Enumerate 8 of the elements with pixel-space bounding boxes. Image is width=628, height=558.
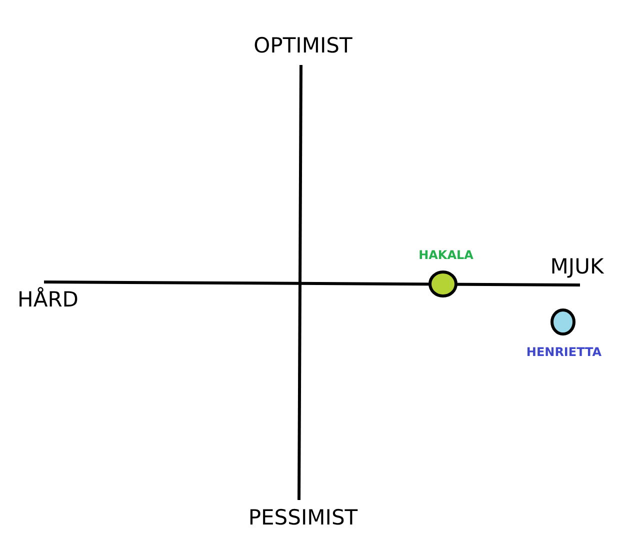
point-label: HENRIETTA: [526, 346, 602, 358]
axis-label: MJUK: [550, 256, 604, 278]
axis-label: HÅRD: [18, 290, 78, 310]
axis-label: PESSIMIST: [248, 508, 358, 528]
axis-label: OPTIMIST: [254, 36, 352, 56]
data-point: [550, 308, 576, 336]
point-label: HAKALA: [418, 249, 474, 261]
data-point: [428, 270, 458, 298]
